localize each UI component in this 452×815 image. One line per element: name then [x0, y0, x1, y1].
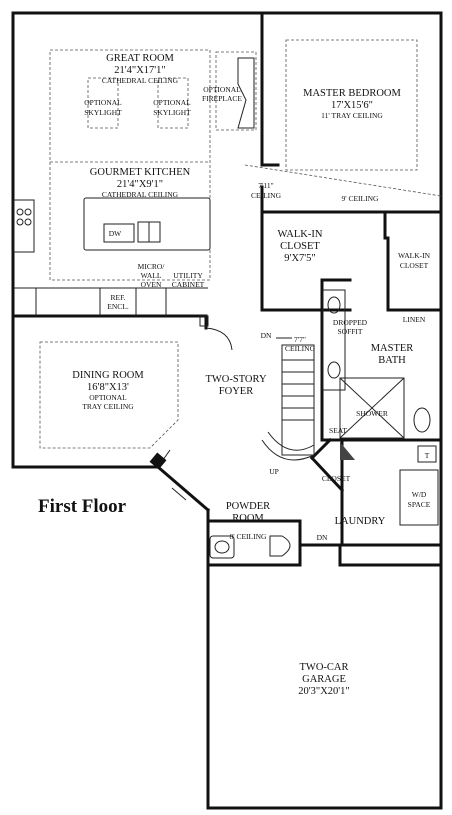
skylight-right-2: SKYLIGHT — [153, 108, 191, 117]
walkin-closet-1: WALK-IN — [278, 229, 323, 240]
shower-label: SHOWER — [356, 409, 388, 418]
ceiling-711-1: 7'11" — [258, 181, 273, 190]
dining-dims: 16'8"X13' — [87, 382, 129, 393]
ceiling-outlines — [39, 39, 442, 449]
micro-oven-1: MICRO/ — [138, 262, 166, 271]
kitchen-note: CATHEDRAL CEILING — [102, 190, 179, 199]
soffit-2: SOFFIT — [337, 327, 362, 336]
foyer-1: TWO-STORY — [205, 374, 266, 385]
powder-1: POWDER — [226, 501, 270, 512]
micro-oven-3: OVEN — [141, 280, 162, 289]
t-label: T — [425, 451, 430, 460]
utility-1: UTILITY — [173, 271, 203, 280]
fireplace-1: OPTIONAL — [203, 85, 241, 94]
skylight-right-1: OPTIONAL — [153, 98, 191, 107]
walls — [11, 11, 443, 810]
dining-note-1: OPTIONAL — [89, 393, 127, 402]
soffit-1: DROPPED — [333, 318, 368, 327]
kitchen-fixtures — [13, 197, 211, 316]
ceiling-8: 8' CEILING — [230, 532, 268, 541]
micro-oven-2: WALL — [141, 271, 162, 280]
ref-1: REF. — [110, 293, 125, 302]
dw-label: DW — [109, 229, 122, 238]
dining-note-2: TRAY CEILING — [82, 402, 134, 411]
ceiling-711-2: CEILING — [251, 191, 282, 200]
up-label: UP — [269, 467, 279, 476]
door-swings — [149, 315, 233, 470]
great-room-dims: 21'4"X17'1" — [114, 65, 165, 76]
powder-fixtures — [209, 535, 291, 559]
dining-name: DINING ROOM — [72, 370, 144, 381]
walkin-closet-dims: 9'X7'5" — [284, 253, 315, 264]
walkin-small-1: WALK-IN — [398, 251, 431, 260]
walkin-closet-2: CLOSET — [280, 241, 320, 252]
powder-2: ROOM — [232, 513, 264, 524]
kitchen-name: GOURMET KITCHEN — [90, 167, 191, 178]
floor-title: First Floor — [38, 496, 127, 517]
ref-2: ENCL. — [107, 302, 129, 311]
linen-label: LINEN — [403, 315, 426, 324]
wd-1: W/D — [412, 490, 427, 499]
master-bath-1: MASTER — [371, 343, 414, 354]
ceiling-77-2: CEILING — [285, 344, 316, 353]
master-bedroom-note: 11' TRAY CEILING — [321, 111, 383, 120]
seat-label: SEAT — [329, 426, 347, 435]
room-labels: GREAT ROOM 21'4"X17'1" CATHEDRAL CEILING… — [72, 53, 430, 697]
dn-bottom: DN — [317, 533, 328, 542]
kitchen-dims: 21'4"X9'1" — [117, 179, 163, 190]
laundry-label: LAUNDRY — [335, 516, 386, 527]
master-bedroom-dims: 17'X15'6" — [331, 100, 373, 111]
walkin-small-2: CLOSET — [400, 261, 429, 270]
master-bedroom-name: MASTER BEDROOM — [303, 88, 401, 99]
dn-top: DN — [261, 331, 272, 340]
bath-fixtures — [322, 289, 439, 526]
fireplace-2: FIREPLACE — [202, 94, 242, 103]
garage-1: TWO-CAR — [300, 662, 349, 673]
skylight-left-1: OPTIONAL — [84, 98, 122, 107]
great-room-note: CATHEDRAL CEILING — [102, 76, 179, 85]
utility-2: CABINET — [172, 280, 205, 289]
skylight-left-2: SKYLIGHT — [84, 108, 122, 117]
staircase — [261, 337, 315, 461]
garage-dims: 20'3"X20'1" — [298, 686, 349, 697]
foyer-2: FOYER — [219, 386, 253, 397]
closet-label: CLOSET — [322, 474, 351, 483]
ceiling-9: 9' CEILING — [342, 194, 380, 203]
fireplace-symbol — [237, 57, 255, 129]
ceiling-77-1: 7'7" — [294, 335, 306, 344]
master-bath-2: BATH — [378, 355, 406, 366]
garage-2: GARAGE — [302, 674, 346, 685]
wd-2: SPACE — [408, 500, 431, 509]
great-room-name: GREAT ROOM — [106, 53, 174, 64]
